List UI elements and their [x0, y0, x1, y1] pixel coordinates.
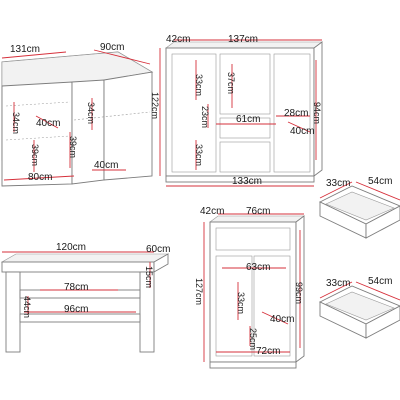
- coffee-table-top-edge: [1, 261, 155, 273]
- corner-desk-shelf-line-3: [73, 111, 151, 121]
- sideboard-right-door: [273, 53, 311, 173]
- drawer-top-depth-line: [355, 181, 400, 201]
- corner-desk-side: [103, 71, 153, 181]
- cabinet-body: [209, 221, 297, 363]
- cabinet: 42cm 76cm 127cm 63cm 33cm 99cm 40cm 25cm…: [194, 206, 305, 369]
- cabinet-right-label: 99cm: [294, 282, 304, 304]
- sideboard-drawer-label: 61cm: [236, 114, 260, 125]
- drawer-top-width-label: 33cm: [326, 178, 350, 189]
- sideboard-height-label: 122cm: [150, 92, 160, 119]
- cabinet-drawer-label: 63cm: [246, 262, 270, 273]
- coffee-table-top: [0, 253, 170, 263]
- corner-desk-return-label: 40cm: [94, 160, 118, 171]
- coffee-table-left-leg: [5, 271, 21, 353]
- sideboard-inner-depth-label: 40cm: [290, 126, 314, 137]
- corner-desk-inner-depth-line: [35, 115, 59, 129]
- corner-desk-depth-line: [93, 49, 151, 65]
- cabinet-drawer: [215, 227, 291, 251]
- coffee-table-leg-label: 44cm: [22, 296, 32, 318]
- drawer-top-inside: [325, 191, 395, 221]
- sideboard-upper-left-label: 33cm: [194, 74, 204, 96]
- sideboard-drawer-1: [219, 117, 271, 139]
- drawer-bottom-side: [365, 305, 400, 339]
- drawer-bottom-depth-line: [355, 281, 400, 301]
- drawer-bottom: 33cm 54cm: [318, 276, 400, 339]
- sideboard-body: [165, 47, 315, 177]
- cabinet-height-label: 127cm: [194, 278, 204, 305]
- drawer-bottom-inside: [325, 291, 395, 321]
- coffee-table-top-side: [153, 253, 169, 273]
- sideboard-left-door: [171, 53, 217, 173]
- sideboard-right-label: 94cm: [312, 102, 322, 124]
- sideboard-shelf-label: 28cm: [284, 108, 308, 119]
- sideboard-glass-door: [219, 53, 271, 115]
- corner-desk: 131cm 90cm 34cm 40cm 34cm 39cm 39cm 80cm…: [1, 42, 154, 187]
- sideboard-mid-left-label: 23cm: [200, 106, 210, 128]
- sideboard-width-label: 137cm: [228, 34, 258, 45]
- corner-desk-shelf-line: [5, 101, 71, 107]
- sideboard: 42cm 137cm 122cm 33cm 37cm 23cm 33cm 61c…: [150, 34, 323, 187]
- cabinet-inner-depth-line: [261, 311, 289, 325]
- drawer-top: 33cm 54cm: [318, 176, 400, 239]
- sideboard-lower-left-label: 33cm: [194, 144, 204, 166]
- drawer-top-depth-label: 54cm: [368, 176, 392, 187]
- cabinet-left-door: [215, 255, 253, 357]
- drawer-bottom-depth-label: 54cm: [368, 276, 392, 287]
- corner-desk-height-label: 34cm: [11, 112, 21, 134]
- coffee-table: 120cm 60cm 78cm 15cm 44cm 96cm: [0, 242, 170, 353]
- cabinet-depth-label: 42cm: [200, 206, 224, 217]
- cabinet-width-label: 76cm: [246, 206, 270, 217]
- sideboard-upper-mid-label: 37cm: [226, 72, 236, 94]
- coffee-table-width-label: 120cm: [56, 242, 86, 253]
- corner-desk-inner-depth-label: 40cm: [36, 118, 60, 129]
- sideboard-inner-depth-line: [287, 121, 311, 133]
- drawer-top-side: [365, 205, 400, 239]
- sideboard-drawer-2: [219, 141, 271, 173]
- corner-desk-base-label: 80cm: [28, 172, 52, 183]
- cabinet-plinth: [209, 361, 297, 369]
- coffee-table-side-label: 15cm: [144, 266, 154, 288]
- sideboard-depth-label: 42cm: [166, 34, 190, 45]
- drawer-bottom-width-label: 33cm: [326, 278, 350, 289]
- coffee-table-shelf-label: 78cm: [64, 282, 88, 293]
- corner-desk-base-line: [3, 175, 75, 181]
- cabinet-base-label: 72cm: [256, 346, 280, 357]
- corner-desk-width-line: [1, 51, 67, 59]
- coffee-table-depth-label: 60cm: [146, 244, 170, 255]
- cabinet-right-door: [253, 255, 291, 357]
- cabinet-bottom-label: 25cm: [248, 328, 258, 350]
- corner-desk-shelf-line-2: [5, 135, 71, 141]
- coffee-table-lower-shelf: [19, 313, 141, 323]
- cabinet-inner-depth-label: 40cm: [270, 314, 294, 325]
- coffee-table-base-label: 96cm: [64, 304, 88, 315]
- sideboard-plinth: [165, 175, 315, 183]
- corner-desk-depth-label: 90cm: [100, 42, 124, 53]
- sideboard-base-label: 133cm: [232, 176, 262, 187]
- drawer-top-width-line: [319, 181, 353, 199]
- coffee-table-right-leg: [139, 271, 155, 353]
- corner-desk-inner-height-label: 34cm: [86, 102, 96, 124]
- corner-desk-leg-label: 39cm: [30, 144, 40, 166]
- drawer-bottom-width-line: [319, 281, 353, 299]
- corner-desk-side-label: 39cm: [68, 136, 78, 158]
- cabinet-shelf-label: 33cm: [236, 292, 246, 314]
- corner-desk-width-label: 131cm: [10, 44, 40, 55]
